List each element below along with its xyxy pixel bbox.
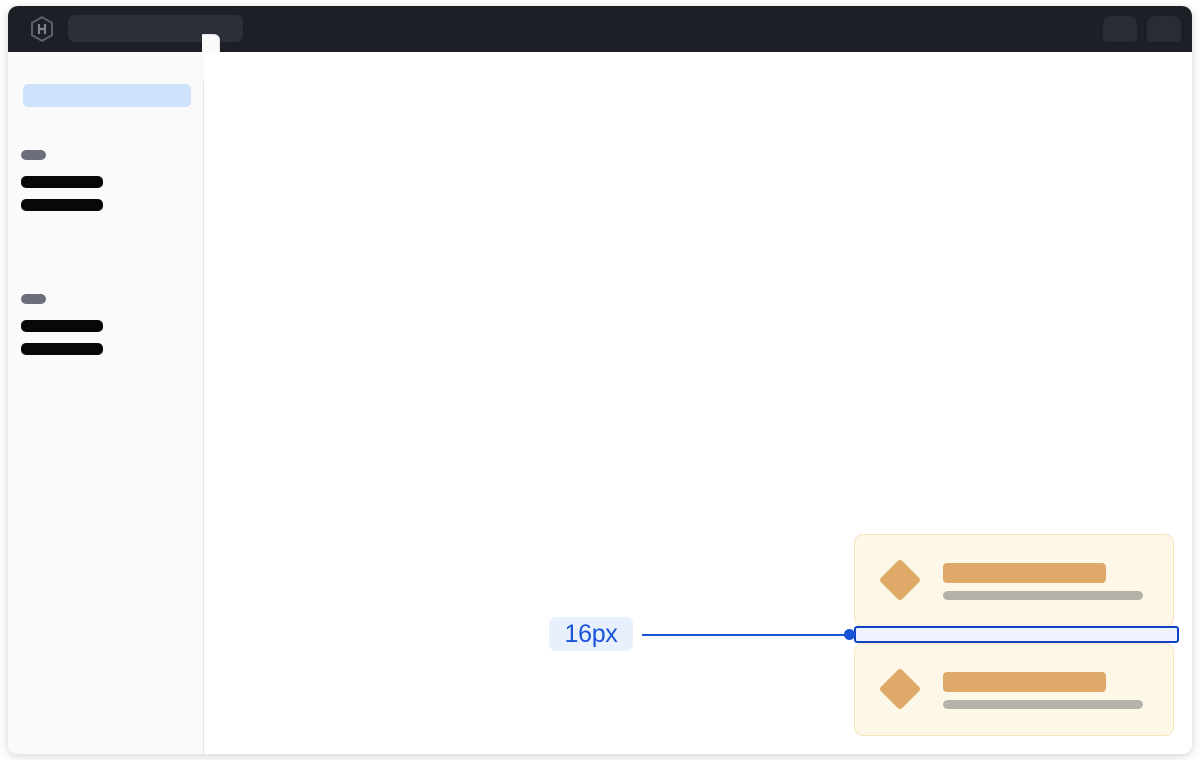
sidebar-item-2-2[interactable] [21, 343, 103, 355]
topbar [8, 6, 1192, 52]
measurement-leader-line [642, 634, 854, 636]
sidebar-group-1 [21, 150, 103, 211]
card-2-title [943, 672, 1106, 692]
hashicorp-hexagon-logo-icon[interactable] [29, 16, 55, 42]
topbar-actions [1103, 16, 1181, 42]
content-card-2[interactable] [854, 643, 1174, 736]
sidebar-group-2 [21, 294, 103, 355]
card-1-subtitle [943, 591, 1143, 600]
topbar-chip-2[interactable] [1147, 16, 1181, 42]
card-1-text [943, 563, 1143, 600]
card-1-title [943, 563, 1106, 583]
content-card-1[interactable] [854, 534, 1174, 627]
measurement-leader-dot [844, 629, 855, 640]
sidebar-group-1-label [21, 150, 46, 160]
card-2-text [943, 672, 1143, 709]
main-canvas: 16px [204, 52, 1192, 754]
spacing-measurement-band[interactable] [854, 626, 1179, 643]
spacing-measurement-label: 16px [549, 617, 633, 651]
sidebar-item-2-1[interactable] [21, 320, 103, 332]
sidebar-item-1-2[interactable] [21, 199, 103, 211]
diamond-icon [878, 558, 922, 602]
sidebar-group-2-label [21, 294, 46, 304]
diamond-icon [878, 667, 922, 711]
app-window: 16px [8, 6, 1192, 754]
card-2-subtitle [943, 700, 1143, 709]
sidebar [8, 52, 204, 754]
topbar-chip-1[interactable] [1103, 16, 1137, 42]
sidebar-item-1-1[interactable] [21, 176, 103, 188]
sidebar-selected-item[interactable] [23, 84, 191, 107]
